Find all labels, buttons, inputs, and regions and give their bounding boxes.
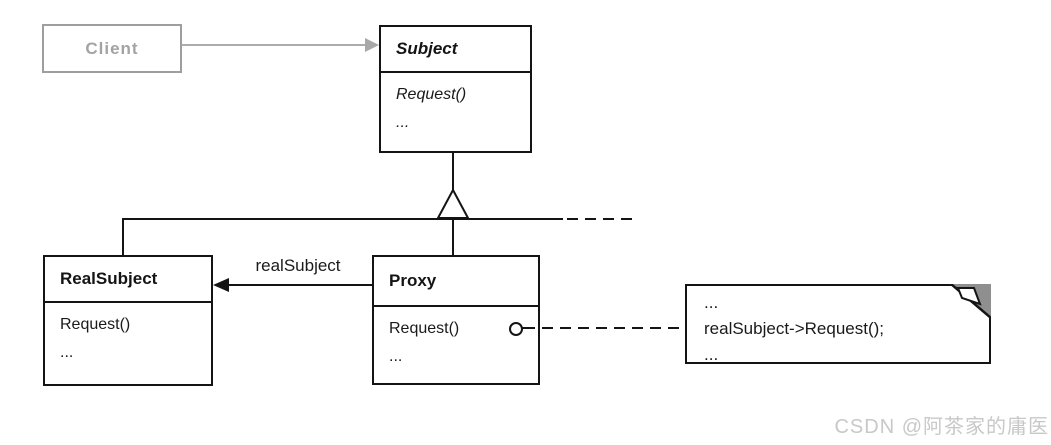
- inheritance-bar-line: [122, 218, 563, 220]
- class-name-realsubject: RealSubject: [45, 257, 211, 303]
- realsubject-branch-line: [122, 220, 124, 256]
- class-members-realsubject: Request() ...: [45, 303, 211, 362]
- note-connector-dashed-line: [542, 327, 685, 329]
- association-label-realsubject: realSubject: [255, 256, 341, 275]
- class-box-proxy: Proxy Request() ...: [372, 255, 540, 385]
- client-subject-association-line: [182, 44, 367, 46]
- realsubject-member-request: Request(): [60, 316, 131, 333]
- class-name-client: Client: [85, 38, 139, 58]
- inheritance-stem-line: [452, 153, 454, 190]
- subject-member-ellipsis: ...: [396, 114, 410, 131]
- proxy-member-ellipsis: ...: [389, 348, 403, 365]
- note-fold-corner-icon: [951, 284, 991, 318]
- class-members-subject: Request() ...: [381, 73, 530, 132]
- class-name-subject: Subject: [381, 27, 530, 73]
- subject-member-request: Request(): [396, 86, 467, 103]
- note-line-3: ...: [704, 345, 719, 364]
- note-connector-stub-line: [522, 327, 535, 329]
- class-name-proxy: Proxy: [374, 257, 538, 307]
- watermark-text: CSDN @阿茶家的庸医: [834, 416, 1049, 438]
- class-members-proxy: Request() ...: [374, 307, 538, 366]
- class-box-client: Client: [42, 24, 182, 73]
- note-box: ... realSubject->Request(); ...: [685, 284, 991, 364]
- proxy-branch-line: [452, 220, 454, 255]
- class-box-realsubject: RealSubject Request() ...: [43, 255, 213, 386]
- note-line-1: ...: [704, 293, 719, 312]
- proxy-member-request: Request(): [389, 320, 460, 337]
- client-subject-arrowhead-icon: [365, 38, 379, 52]
- class-box-subject: Subject Request() ...: [379, 25, 532, 153]
- proxy-realsubject-association-line: [227, 284, 372, 286]
- inheritance-bar-dashed-extension: [567, 218, 639, 220]
- realsubject-member-ellipsis: ...: [60, 344, 74, 361]
- proxy-realsubject-arrowhead-icon: [213, 278, 229, 292]
- note-line-2: realSubject->Request();: [704, 319, 885, 338]
- inheritance-triangle-icon: [437, 189, 469, 219]
- note-anchor-circle-icon: [509, 322, 523, 336]
